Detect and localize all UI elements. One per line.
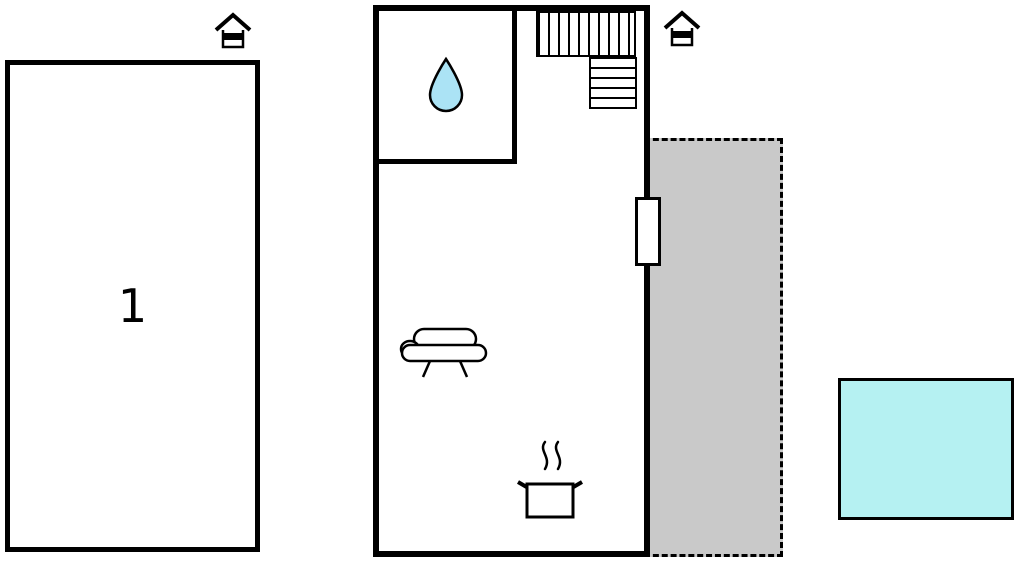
water-drop-icon — [428, 56, 463, 113]
bathroom — [379, 11, 517, 164]
stairs-upper-run — [536, 11, 636, 57]
house-icon — [214, 12, 252, 49]
house-icon — [663, 10, 701, 47]
sofa-icon — [398, 327, 490, 389]
cooking-pot-icon — [512, 436, 588, 528]
room-1-label: 1 — [117, 279, 148, 333]
sofa-icon — [399, 327, 488, 378]
house-icon-right — [662, 10, 702, 52]
cooking-pot-icon — [516, 440, 584, 519]
house-icon-left — [213, 12, 253, 54]
terrace — [644, 138, 783, 557]
main-building — [373, 5, 650, 557]
door-opening — [635, 197, 661, 266]
room-1: 1 — [5, 60, 260, 552]
stairs-lower-run — [589, 57, 637, 109]
pool — [838, 378, 1014, 520]
